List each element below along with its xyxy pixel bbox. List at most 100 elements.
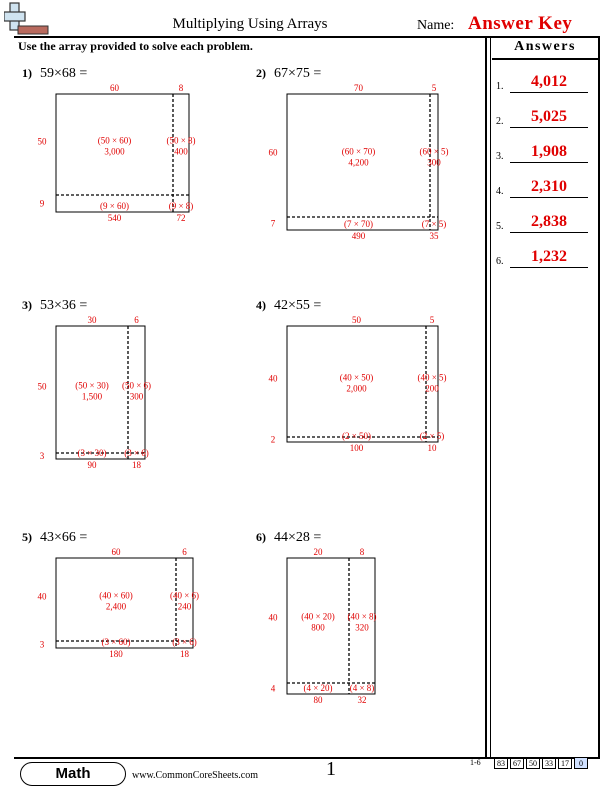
- cell-product: 90: [88, 460, 98, 470]
- cell-expression: (3 × 6): [124, 448, 149, 458]
- answer-line: [510, 197, 588, 198]
- cell-product: 200: [425, 384, 439, 394]
- logo-icon: [3, 2, 52, 36]
- cell-product: 300: [427, 158, 441, 168]
- array-box: [286, 557, 376, 695]
- top-left-label: 60: [112, 547, 122, 557]
- cell-expression: (9 × 8): [169, 201, 194, 211]
- score-box: 33: [542, 757, 556, 769]
- problem-number: 3): [22, 298, 32, 312]
- side-top-label: 40: [38, 592, 48, 602]
- answer-row: 3. 1,908: [496, 141, 596, 165]
- cell-product: 2,400: [106, 602, 127, 612]
- right-border: [598, 36, 600, 758]
- side-top-label: 40: [269, 374, 279, 384]
- problem-label: 5) 43×66 =: [22, 528, 87, 546]
- problem-expression: 43×66 =: [40, 530, 88, 545]
- cell-product: 10: [428, 443, 438, 453]
- problem-expression: 59×68 =: [40, 66, 88, 81]
- side-bottom-label: 3: [40, 451, 45, 461]
- problem-expression: 44×28 =: [274, 530, 322, 545]
- problem-number: 2): [256, 66, 266, 80]
- cell-expression: (50 × 60): [98, 136, 132, 146]
- answer-line: [510, 92, 588, 93]
- problem-label: 2) 67×75 =: [256, 64, 321, 82]
- column-divider: [485, 36, 487, 758]
- website-url: www.CommonCoreSheets.com: [132, 770, 259, 781]
- cell-expression: (60 × 70): [342, 147, 376, 157]
- side-bottom-label: 7: [271, 219, 276, 229]
- answer-line: [510, 127, 588, 128]
- cell-product: 490: [352, 231, 366, 241]
- cell-expression: (40 × 20): [301, 612, 335, 622]
- top-right-label: 6: [134, 315, 139, 325]
- answers-heading: Answers: [514, 39, 576, 54]
- top-right-label: 6: [182, 547, 187, 557]
- top-left-label: 30: [88, 315, 98, 325]
- cell-expression: (40 × 6): [170, 591, 199, 601]
- top-right-label: 8: [179, 83, 184, 93]
- answers-heading-underline: [492, 58, 598, 60]
- answer-row: 2. 5,025: [496, 106, 596, 130]
- side-bottom-label: 4: [271, 684, 276, 694]
- side-bottom-label: 9: [40, 199, 45, 209]
- side-top-label: 50: [38, 382, 48, 392]
- answer-key-label: Answer Key: [468, 13, 573, 34]
- problem-expression: 42×55 =: [274, 298, 322, 313]
- answer-value: 4,012: [531, 73, 567, 90]
- problem-label: 3) 53×36 =: [22, 296, 87, 314]
- side-top-label: 50: [38, 137, 48, 147]
- top-left-label: 70: [354, 83, 364, 93]
- cell-product: 4,200: [348, 158, 369, 168]
- problem-expression: 53×36 =: [40, 298, 88, 313]
- top-left-label: 60: [110, 83, 120, 93]
- answer-number: 4.: [496, 186, 504, 197]
- cell-expression: (3 × 60): [101, 637, 130, 647]
- worksheet-title: Multiplying Using Arrays: [172, 16, 328, 32]
- problem-label: 6) 44×28 =: [256, 528, 321, 546]
- subject-badge: Math: [20, 762, 126, 786]
- answer-number: 2.: [496, 116, 504, 127]
- cell-expression: (40 × 60): [99, 591, 133, 601]
- answer-row: 4. 2,310: [496, 176, 596, 200]
- cell-product: 320: [355, 623, 369, 633]
- cell-product: 800: [311, 623, 325, 633]
- cell-expression: (3 × 30): [77, 448, 106, 458]
- answer-row: 6. 1,232: [496, 246, 596, 270]
- cell-product: 18: [132, 460, 142, 470]
- cell-product: 540: [108, 213, 122, 223]
- cell-expression: (4 × 8): [350, 683, 375, 693]
- cell-product: 2,000: [346, 384, 367, 394]
- top-left-label: 20: [314, 547, 324, 557]
- cell-expression: (50 × 30): [75, 381, 109, 391]
- problem-number: 5): [22, 530, 32, 544]
- cell-product: 100: [350, 443, 364, 453]
- problem-number: 1): [22, 66, 32, 80]
- answer-number: 3.: [496, 151, 504, 162]
- problem-number: 4): [256, 298, 266, 312]
- name-label: Name:: [417, 18, 455, 33]
- cell-product: 35: [430, 231, 440, 241]
- cell-product: 18: [180, 649, 190, 659]
- problem-number: 6): [256, 530, 266, 544]
- cell-expression: (40 × 5): [417, 373, 446, 383]
- cell-product: 180: [109, 649, 123, 659]
- cell-expression: (40 × 8): [347, 612, 376, 622]
- problem-label: 4) 42×55 =: [256, 296, 321, 314]
- top-left-label: 50: [352, 315, 362, 325]
- cell-product: 1,500: [82, 392, 103, 402]
- score-box: 50: [526, 757, 540, 769]
- cell-expression: (3 × 6): [172, 637, 197, 647]
- footer-divider: [14, 757, 600, 759]
- answer-value: 1,232: [531, 248, 567, 265]
- answer-row: 5. 2,838: [496, 211, 596, 235]
- answer-number: 5.: [496, 221, 504, 232]
- cell-product: 80: [314, 695, 324, 705]
- answer-value: 2,838: [531, 213, 567, 230]
- answer-number: 6.: [496, 256, 504, 267]
- answer-value: 2,310: [531, 178, 567, 195]
- top-right-label: 5: [430, 315, 435, 325]
- problem-label: 1) 59×68 =: [22, 64, 87, 82]
- cell-product: 300: [130, 392, 144, 402]
